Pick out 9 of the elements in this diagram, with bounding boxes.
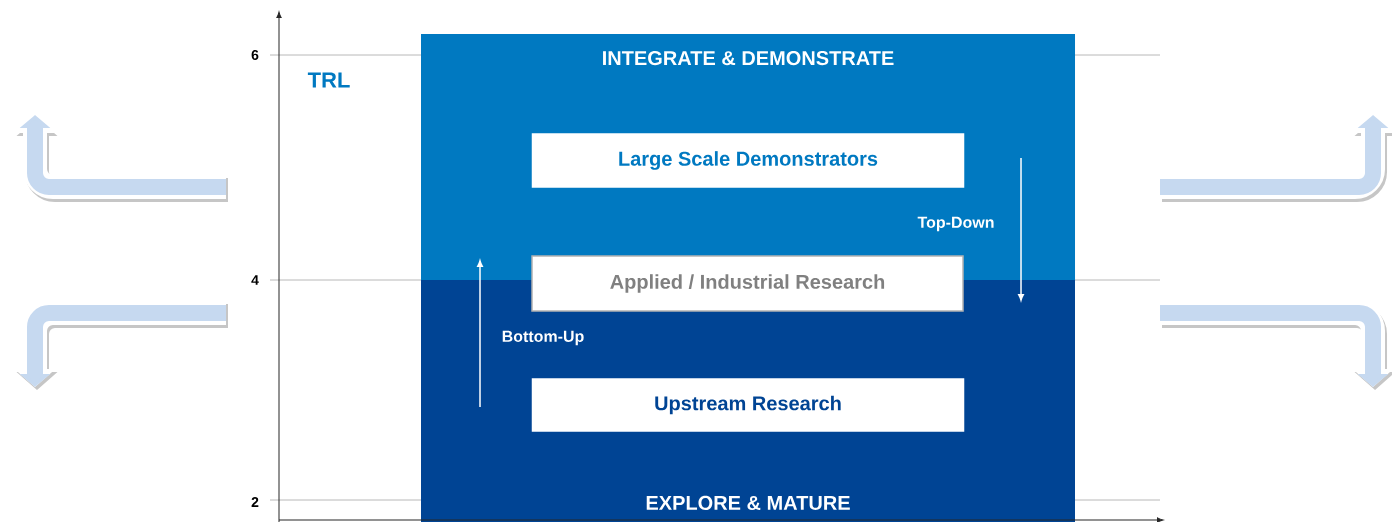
research-box: Applied / Industrial Research [531, 255, 964, 312]
arrow-label: Top-Down [917, 216, 994, 232]
tick-label: 2 [251, 497, 259, 507]
research-box: Large Scale Demonstrators [531, 133, 965, 188]
research-box: Upstream Research [531, 378, 965, 432]
tick-label: 4 [251, 275, 259, 285]
arrow-label: Bottom-Up [502, 330, 584, 346]
tick-label: 6 [251, 50, 259, 60]
axis-title: TRL [307, 72, 350, 88]
